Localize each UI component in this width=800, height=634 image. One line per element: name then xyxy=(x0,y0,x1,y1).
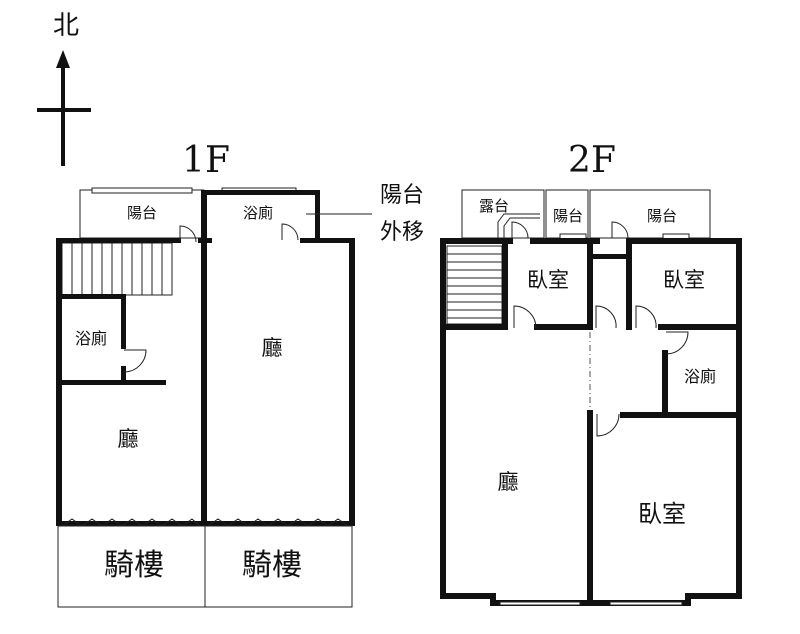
label-bath-top-1f: 浴廁 xyxy=(243,204,273,222)
floor-2-title: 2F xyxy=(568,140,616,181)
walls-2f xyxy=(440,238,742,606)
label-hall-right-1f: 廳 xyxy=(262,336,283,360)
label-bedroom-b: 臥室 xyxy=(663,268,705,292)
label-hall-2f: 廳 xyxy=(498,470,519,494)
label-bedroom-c: 臥室 xyxy=(638,500,686,528)
label-hall-left-1f: 廳 xyxy=(118,427,139,451)
door-bedroom-b xyxy=(635,305,657,329)
door-bath-2f xyxy=(665,331,689,355)
label-arcade-left: 騎樓 xyxy=(104,548,164,583)
north-label: 北 xyxy=(53,11,79,41)
label-balcony-1f: 陽台 xyxy=(127,204,157,222)
staircase-2f xyxy=(446,245,503,325)
label-bedroom-a: 臥室 xyxy=(527,268,569,292)
floor-2-plan: 2F xyxy=(440,140,742,606)
window-balcony-left xyxy=(91,187,193,194)
floor-1-title: 1F xyxy=(182,140,230,181)
door-small-room xyxy=(595,305,617,329)
label-bath-2f: 浴廁 xyxy=(684,367,716,386)
label-terrace-2f: 露台 xyxy=(479,197,509,215)
label-arcade-right: 騎樓 xyxy=(242,548,302,583)
label-balcony-small-2f: 陽台 xyxy=(553,207,583,225)
north-arrow-icon xyxy=(56,50,70,68)
label-bath-left-1f: 浴廁 xyxy=(75,329,107,348)
walls-1f xyxy=(56,190,355,526)
door-bath-top-1f xyxy=(281,223,299,241)
floor-1-plan: 1F xyxy=(56,140,424,608)
door-bedroom-c xyxy=(596,413,620,437)
note-balcony-moved-line1: 陽台 xyxy=(380,183,424,208)
note-balcony-moved-line2: 外移 xyxy=(380,220,424,245)
door-terrace-2f xyxy=(511,221,529,239)
compass-vertical-bar xyxy=(61,66,65,166)
door-bath-left-1f xyxy=(123,349,147,373)
staircase-1f xyxy=(61,242,173,296)
window-2f-bottom-left xyxy=(499,601,581,606)
north-compass: 北 xyxy=(37,11,91,166)
window-2f-bottom-right xyxy=(609,601,683,606)
arcade-opening-marks xyxy=(61,518,349,527)
door-balcony-1f xyxy=(179,225,197,243)
label-balcony-right-2f: 陽台 xyxy=(647,207,677,225)
compass-horizontal-bar xyxy=(37,108,91,112)
door-balcony-2f xyxy=(611,221,629,239)
door-bedroom-a xyxy=(513,305,537,329)
